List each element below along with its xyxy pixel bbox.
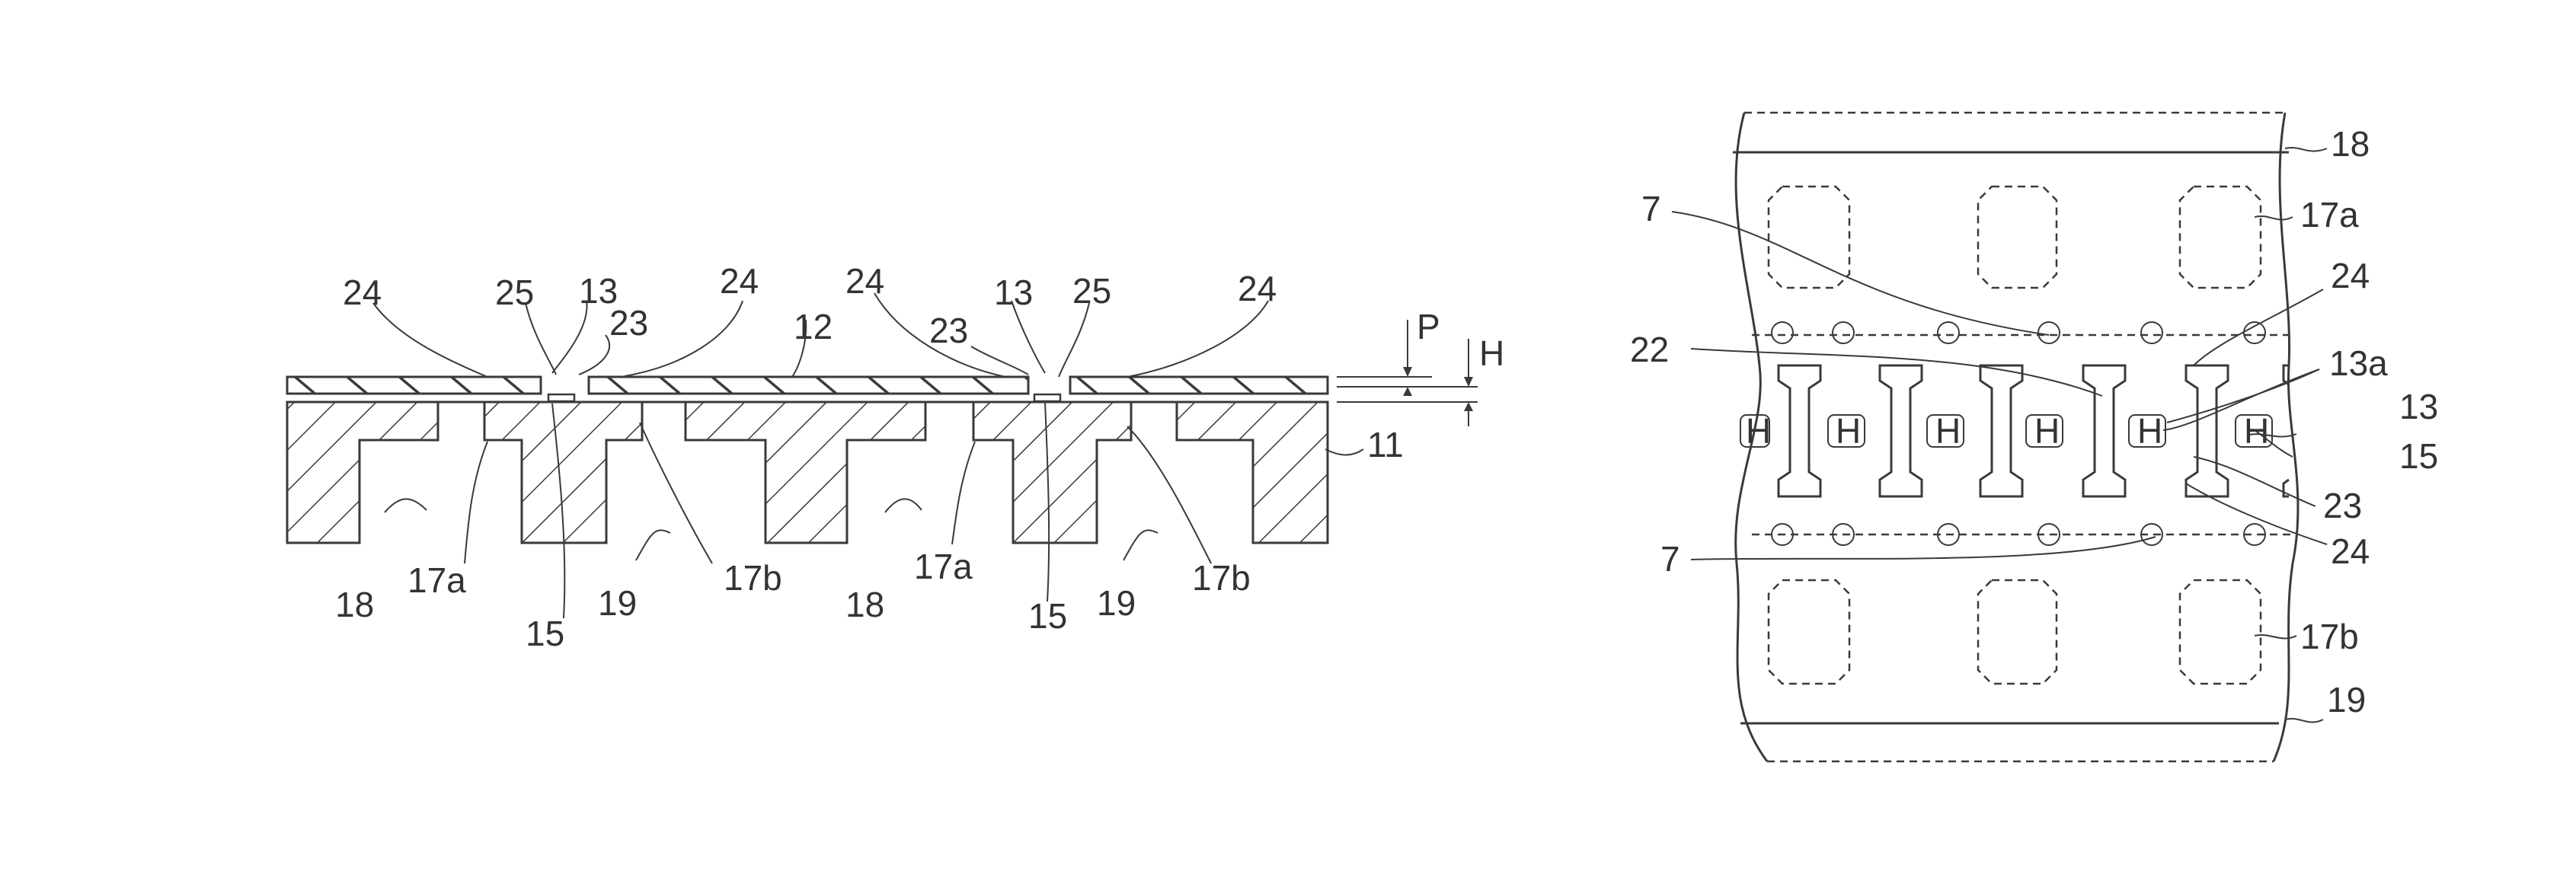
- resin-film-1: [287, 377, 541, 394]
- label-24: 24: [845, 261, 884, 301]
- chip-h-glyph: H: [1746, 411, 1771, 451]
- label-24: 24: [2331, 256, 2370, 295]
- frame-body-3: [686, 402, 925, 543]
- label-19: 19: [1097, 583, 1136, 623]
- label-7: 7: [1641, 189, 1661, 228]
- label-17b: 17b: [2300, 617, 2359, 656]
- left-labels: 24 25 13 23 24 12 24 23 13 25 24 P H 11 …: [335, 261, 1504, 653]
- label-17a: 17a: [914, 547, 973, 586]
- chip-h-glyph: H: [1836, 411, 1861, 451]
- label-18: 18: [845, 585, 884, 624]
- label-17a: 17a: [407, 560, 466, 600]
- resin-film-3: [1070, 377, 1328, 394]
- label-H: H: [1479, 333, 1504, 373]
- label-18: 18: [2331, 124, 2370, 164]
- chip-pad-1: [548, 394, 574, 401]
- label-25: 25: [495, 273, 534, 312]
- label-12: 12: [794, 307, 833, 346]
- label-17b: 17b: [1192, 558, 1251, 598]
- frame-body-4: [973, 402, 1131, 543]
- label-15: 15: [1028, 596, 1067, 636]
- label-18: 18: [335, 585, 374, 624]
- label-17b: 17b: [724, 558, 782, 598]
- label-19: 19: [2327, 680, 2366, 719]
- label-24: 24: [343, 273, 382, 312]
- label-P: P: [1417, 307, 1440, 346]
- hole-row-top: [1772, 322, 2265, 343]
- chip-pad-2: [1034, 394, 1060, 401]
- label-11: 11: [1367, 425, 1404, 464]
- resin-film-2: [589, 377, 1028, 394]
- label-13a: 13a: [2329, 343, 2388, 383]
- chips-13: H H H H H H: [1740, 411, 2272, 451]
- cross-section-view: 24 25 13 23 24 12 24 23 13 25 24 P H 11 …: [287, 261, 1504, 653]
- label-15: 15: [2399, 436, 2438, 476]
- label-24: 24: [1238, 269, 1277, 308]
- chip-h-glyph: H: [2137, 411, 2162, 451]
- label-23: 23: [2323, 486, 2362, 525]
- frame-body-5: [1177, 402, 1328, 543]
- label-7: 7: [1660, 539, 1680, 579]
- label-24: 24: [2331, 531, 2370, 571]
- label-23: 23: [929, 311, 968, 350]
- label-22: 22: [1630, 330, 1669, 369]
- chip-h-glyph: H: [1935, 411, 1961, 451]
- pads-17b: [1769, 580, 2261, 684]
- label-15: 15: [526, 614, 564, 653]
- label-24: 24: [720, 261, 759, 301]
- label-13: 13: [2399, 387, 2438, 426]
- label-17a: 17a: [2300, 195, 2359, 235]
- frame-body-1: [287, 402, 438, 543]
- label-23: 23: [609, 303, 648, 343]
- plan-view: H H H H H H: [1630, 113, 2438, 761]
- label-25: 25: [1072, 271, 1111, 311]
- chip-h-glyph: H: [2034, 411, 2060, 451]
- pads-17a: [1769, 187, 2261, 288]
- label-13: 13: [994, 273, 1033, 312]
- label-19: 19: [598, 583, 637, 623]
